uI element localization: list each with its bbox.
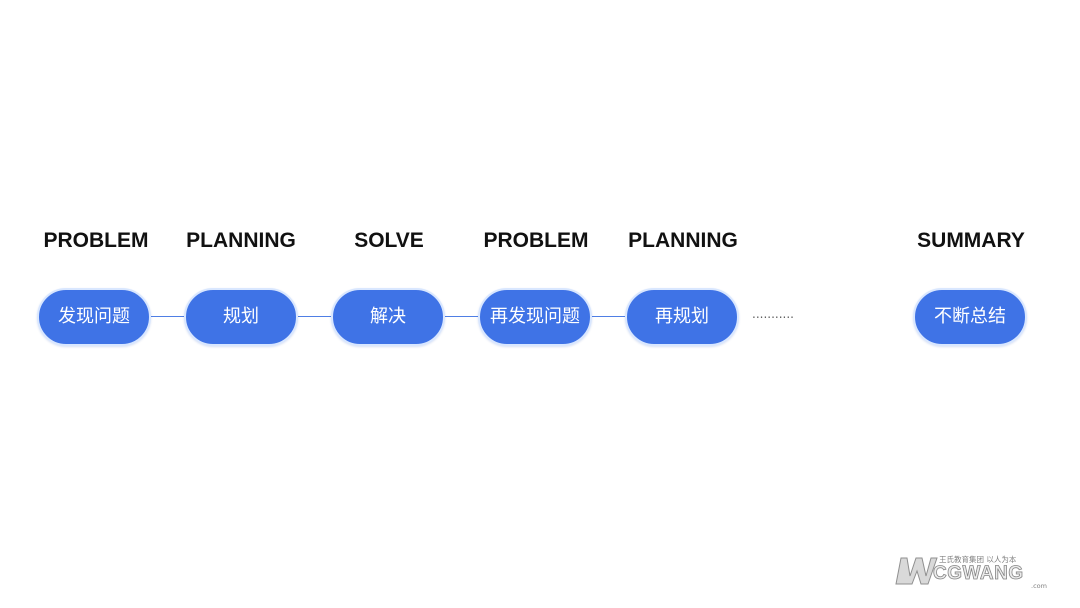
step-title-problem-repeat: PROBLEM xyxy=(483,229,589,252)
watermark-brand: CGWANG xyxy=(933,563,1024,584)
watermark-suffix: .com xyxy=(1031,582,1047,590)
watermark-tagline: 王氏教育集团 以人为本 xyxy=(939,554,1017,564)
connector-2 xyxy=(298,316,332,317)
step-title-summary: SUMMARY xyxy=(917,229,1025,252)
step-pill-replanning: 再规划 xyxy=(625,288,739,346)
cgwang-watermark-logo: 王氏教育集团 以人为本 CGWANG .com xyxy=(892,548,1062,594)
summary-pill: 不断总结 xyxy=(913,288,1027,346)
step-pill-planning: 规划 xyxy=(184,288,298,346)
connector-3 xyxy=(445,316,479,317)
step-title-planning: PLANNING xyxy=(186,229,296,252)
step-title-problem: PROBLEM xyxy=(43,229,149,252)
connector-1 xyxy=(151,316,185,317)
step-pill-solve: 解决 xyxy=(331,288,445,346)
step-pill-rediscover-problem: 再发现问题 xyxy=(478,288,592,346)
continuation-ellipsis: ........... xyxy=(752,307,794,321)
step-title-planning-repeat: PLANNING xyxy=(628,229,738,252)
connector-4 xyxy=(592,316,626,317)
step-pill-discover-problem: 发现问题 xyxy=(37,288,151,346)
step-title-solve: SOLVE xyxy=(354,229,424,252)
